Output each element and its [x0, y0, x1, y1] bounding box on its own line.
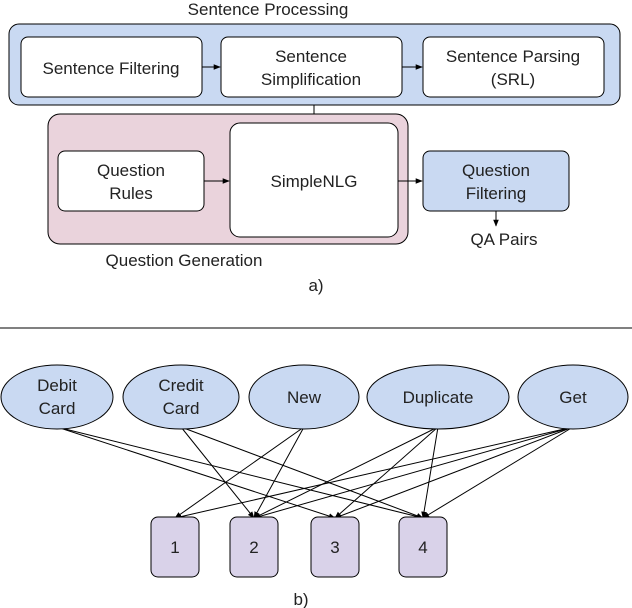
output-nodes: 1 2 3 4: [150, 516, 448, 578]
edge-3-1: [253, 426, 439, 519]
feature-label-4-0: Get: [559, 388, 587, 407]
output-label-3: 4: [418, 538, 427, 557]
edge-4-1: [253, 426, 574, 519]
feature-label-0-0: Debit: [37, 376, 77, 395]
output-node-1: [229, 516, 279, 578]
feature-label-0-1: Card: [39, 399, 76, 418]
sentence-parsing-box: [422, 36, 605, 98]
output-node-0: [150, 516, 200, 578]
feature-label-3-0: Duplicate: [403, 388, 474, 407]
sentence-processing-label: Sentence Processing: [188, 0, 349, 19]
edge-4-3: [422, 426, 574, 519]
question-filtering-label-1: Question: [462, 161, 530, 180]
output-label-2: 3: [330, 538, 339, 557]
simplenlg-box: [229, 122, 399, 238]
edge-1-3: [180, 426, 424, 519]
edge-3-3: [421, 426, 439, 519]
feature-label-1-0: Credit: [158, 376, 204, 395]
simplenlg-label: SimpleNLG: [271, 172, 358, 191]
qa-pairs-label: QA Pairs: [470, 230, 537, 249]
sentence-filtering-label: Sentence Filtering: [42, 59, 179, 78]
question-rules-label-1: Question: [97, 161, 165, 180]
edge-0-2: [56, 426, 336, 519]
edge-3-2: [334, 426, 439, 519]
question-rules-label-2: Rules: [109, 184, 152, 203]
output-label-0: 1: [170, 538, 179, 557]
edge-2-0: [174, 426, 305, 519]
feature-node-0: [0, 364, 114, 430]
feature-node-3: [366, 364, 510, 430]
sentence-simplification-label-1: Sentence: [275, 47, 347, 66]
edges-group: [56, 426, 574, 520]
edge-2-1: [253, 426, 305, 519]
output-node-3: [398, 516, 448, 578]
output-label-1: 2: [249, 538, 258, 557]
edge-4-2: [334, 426, 574, 519]
caption-a: a): [308, 276, 323, 295]
sentence-simplification-label-2: Simplification: [261, 70, 361, 89]
feature-node-4: [517, 364, 629, 430]
output-node-2: [310, 516, 360, 578]
feature-node-2: [248, 364, 360, 430]
caption-b: b): [293, 590, 308, 608]
feature-label-2-0: New: [287, 388, 322, 407]
question-generation-label: Question Generation: [106, 251, 263, 270]
question-filtering-label-2: Filtering: [466, 184, 526, 203]
feature-node-1: [122, 364, 240, 430]
feature-label-1-1: Card: [163, 399, 200, 418]
sentence-parsing-label-2: (SRL): [491, 70, 535, 89]
edge-4-0: [174, 426, 574, 520]
sentence-parsing-label-1: Sentence Parsing: [446, 47, 580, 66]
